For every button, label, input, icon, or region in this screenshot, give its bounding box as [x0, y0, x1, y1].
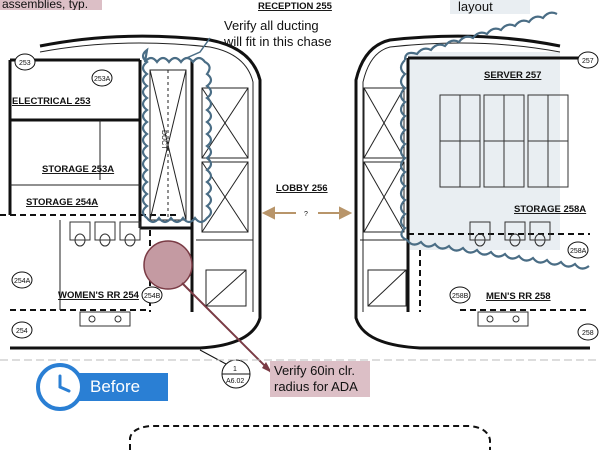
ada-note: Verify 60in clr. radius for ADA [270, 361, 370, 397]
room-label-womens-rr: WOMEN'S RR 254 [58, 290, 140, 301]
room-tag-258b: 258B [452, 293, 469, 300]
room-label-storage-258a: STORAGE 258A [514, 204, 586, 215]
detail-callout-number: 1 [233, 366, 237, 373]
top-left-note: assemblies, typ. [0, 0, 102, 10]
before-label: Before [76, 373, 168, 401]
room-tag-258: 258 [582, 330, 594, 337]
detail-callout-sheet: A6.02 [226, 378, 244, 385]
room-tag-254: 254 [16, 328, 28, 335]
ada-note-line-1: Verify 60in clr. [274, 363, 355, 378]
room-label-electrical: ELECTRICAL 253 [12, 96, 90, 107]
detail-callout [199, 349, 251, 389]
right-shaft-small [367, 269, 407, 307]
left-wing-outline [10, 34, 262, 350]
before-badge: Before [36, 363, 168, 411]
ducting-note-line-1: Verify all ducting [224, 18, 319, 33]
duct-leader-line [181, 37, 211, 61]
room-tag-254b: 254B [144, 293, 161, 300]
room-tag-257: 257 [582, 58, 594, 65]
room-label-storage-254a: STORAGE 254A [26, 197, 98, 208]
ducting-note-line-2: will fit in this chase [224, 34, 332, 49]
ducting-note: Verify all ducting will fit in this chas… [224, 18, 344, 50]
duct-chase-label: DUCT [160, 130, 167, 150]
room-label-mens-rr: MEN'S RR 258 [486, 291, 551, 302]
room-tag-253a: 253A [94, 76, 111, 83]
ada-leader-line [181, 282, 273, 374]
lower-wing-outline [129, 425, 491, 450]
mens-fixtures [469, 221, 551, 327]
revision-cloud-server [399, 11, 590, 270]
room-label-reception: RECEPTION 255 [258, 1, 333, 12]
right-wing-outline [354, 34, 590, 350]
room-tag-ovals [11, 51, 599, 341]
room-label-server: SERVER 257 [484, 70, 541, 81]
left-shaft-small [205, 269, 247, 307]
room-tag-253: 253 [19, 60, 31, 67]
room-label-lobby: LOBBY 256 [276, 183, 328, 194]
lobby-dimension-text: ? [304, 211, 308, 218]
right-shaft-bottom [363, 161, 405, 233]
womens-fixtures [69, 221, 141, 327]
revision-cloud-chase [141, 47, 213, 224]
room-tag-254a: 254A [14, 278, 31, 285]
server-racks [439, 94, 569, 188]
ada-leader-arrow [262, 362, 272, 373]
right-wing-inner-outline [362, 42, 561, 312]
ada-note-line-2: radius for ADA [274, 379, 358, 394]
layout-note: layout [450, 0, 530, 14]
room-tag-258a: 258A [570, 248, 587, 255]
room-label-storage-253a: STORAGE 253A [42, 164, 114, 175]
lobby-dimension [261, 206, 353, 220]
ada-turning-circle [143, 240, 193, 290]
duct-chase [149, 69, 187, 221]
clock-icon [36, 363, 84, 411]
right-shaft-top [363, 87, 405, 159]
left-wing-inner-outline [39, 42, 254, 312]
